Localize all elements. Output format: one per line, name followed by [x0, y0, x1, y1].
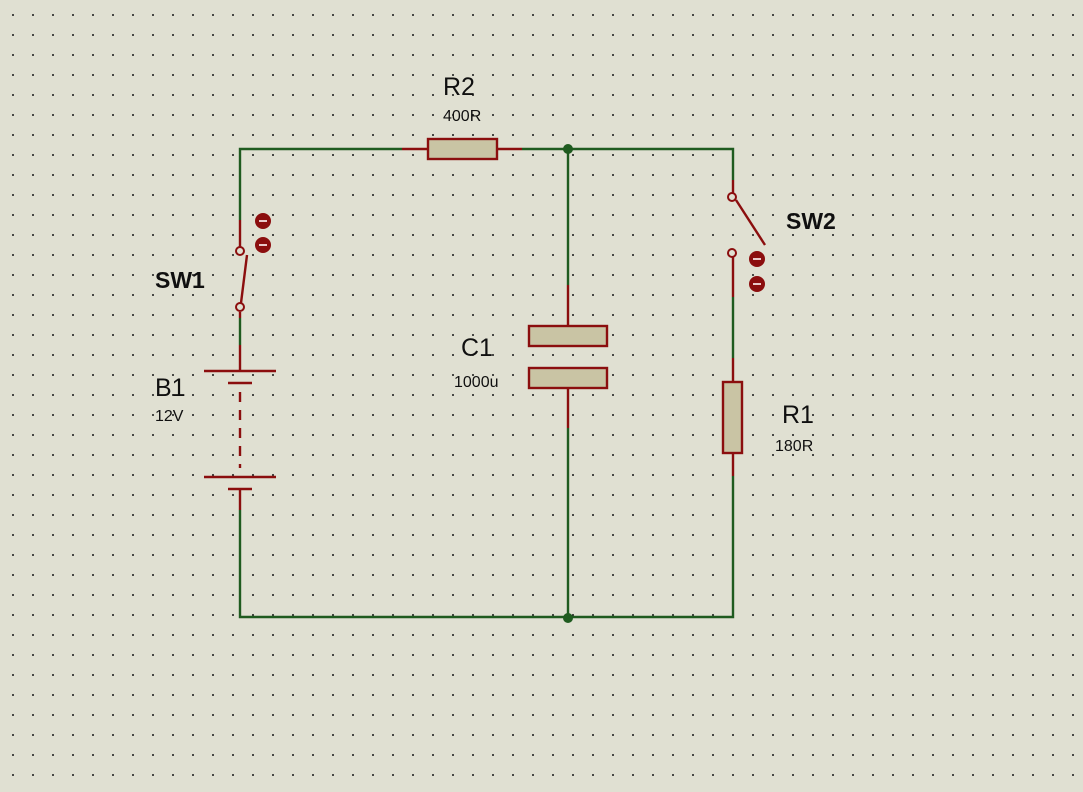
sw2-ref-label: SW2: [786, 208, 836, 234]
capacitor-c1[interactable]: C1 1000u: [454, 285, 609, 428]
switch-sw2[interactable]: SW2: [727, 180, 836, 297]
sw1-toggle-control[interactable]: [255, 213, 271, 253]
battery-b1[interactable]: B1 12V: [155, 345, 276, 510]
b1-ref-label: B1: [155, 374, 186, 402]
wires: [238, 144, 735, 623]
resistor-r2[interactable]: R2 400R: [402, 73, 522, 161]
sw2-toggle-control[interactable]: [749, 251, 765, 292]
b1-value-label: 12V: [155, 408, 184, 425]
r2-value-label: 400R: [443, 108, 481, 125]
resistor-r1[interactable]: R1 180R: [721, 358, 814, 476]
junction-dot-top: [563, 144, 573, 154]
junction-dot-bottom: [563, 613, 573, 623]
wire-bottom[interactable]: [238, 476, 735, 619]
sw1-ref-label: SW1: [155, 267, 205, 293]
r1-value-label: 180R: [775, 438, 813, 455]
wire-top-left[interactable]: [238, 147, 402, 220]
wire-top-right[interactable]: [522, 147, 735, 180]
switch-sw1[interactable]: SW1: [155, 220, 249, 318]
r2-ref-label: R2: [443, 73, 475, 101]
c1-value-label: 1000u: [454, 374, 499, 391]
r1-ref-label: R1: [782, 401, 814, 429]
c1-ref-label: C1: [461, 334, 493, 362]
